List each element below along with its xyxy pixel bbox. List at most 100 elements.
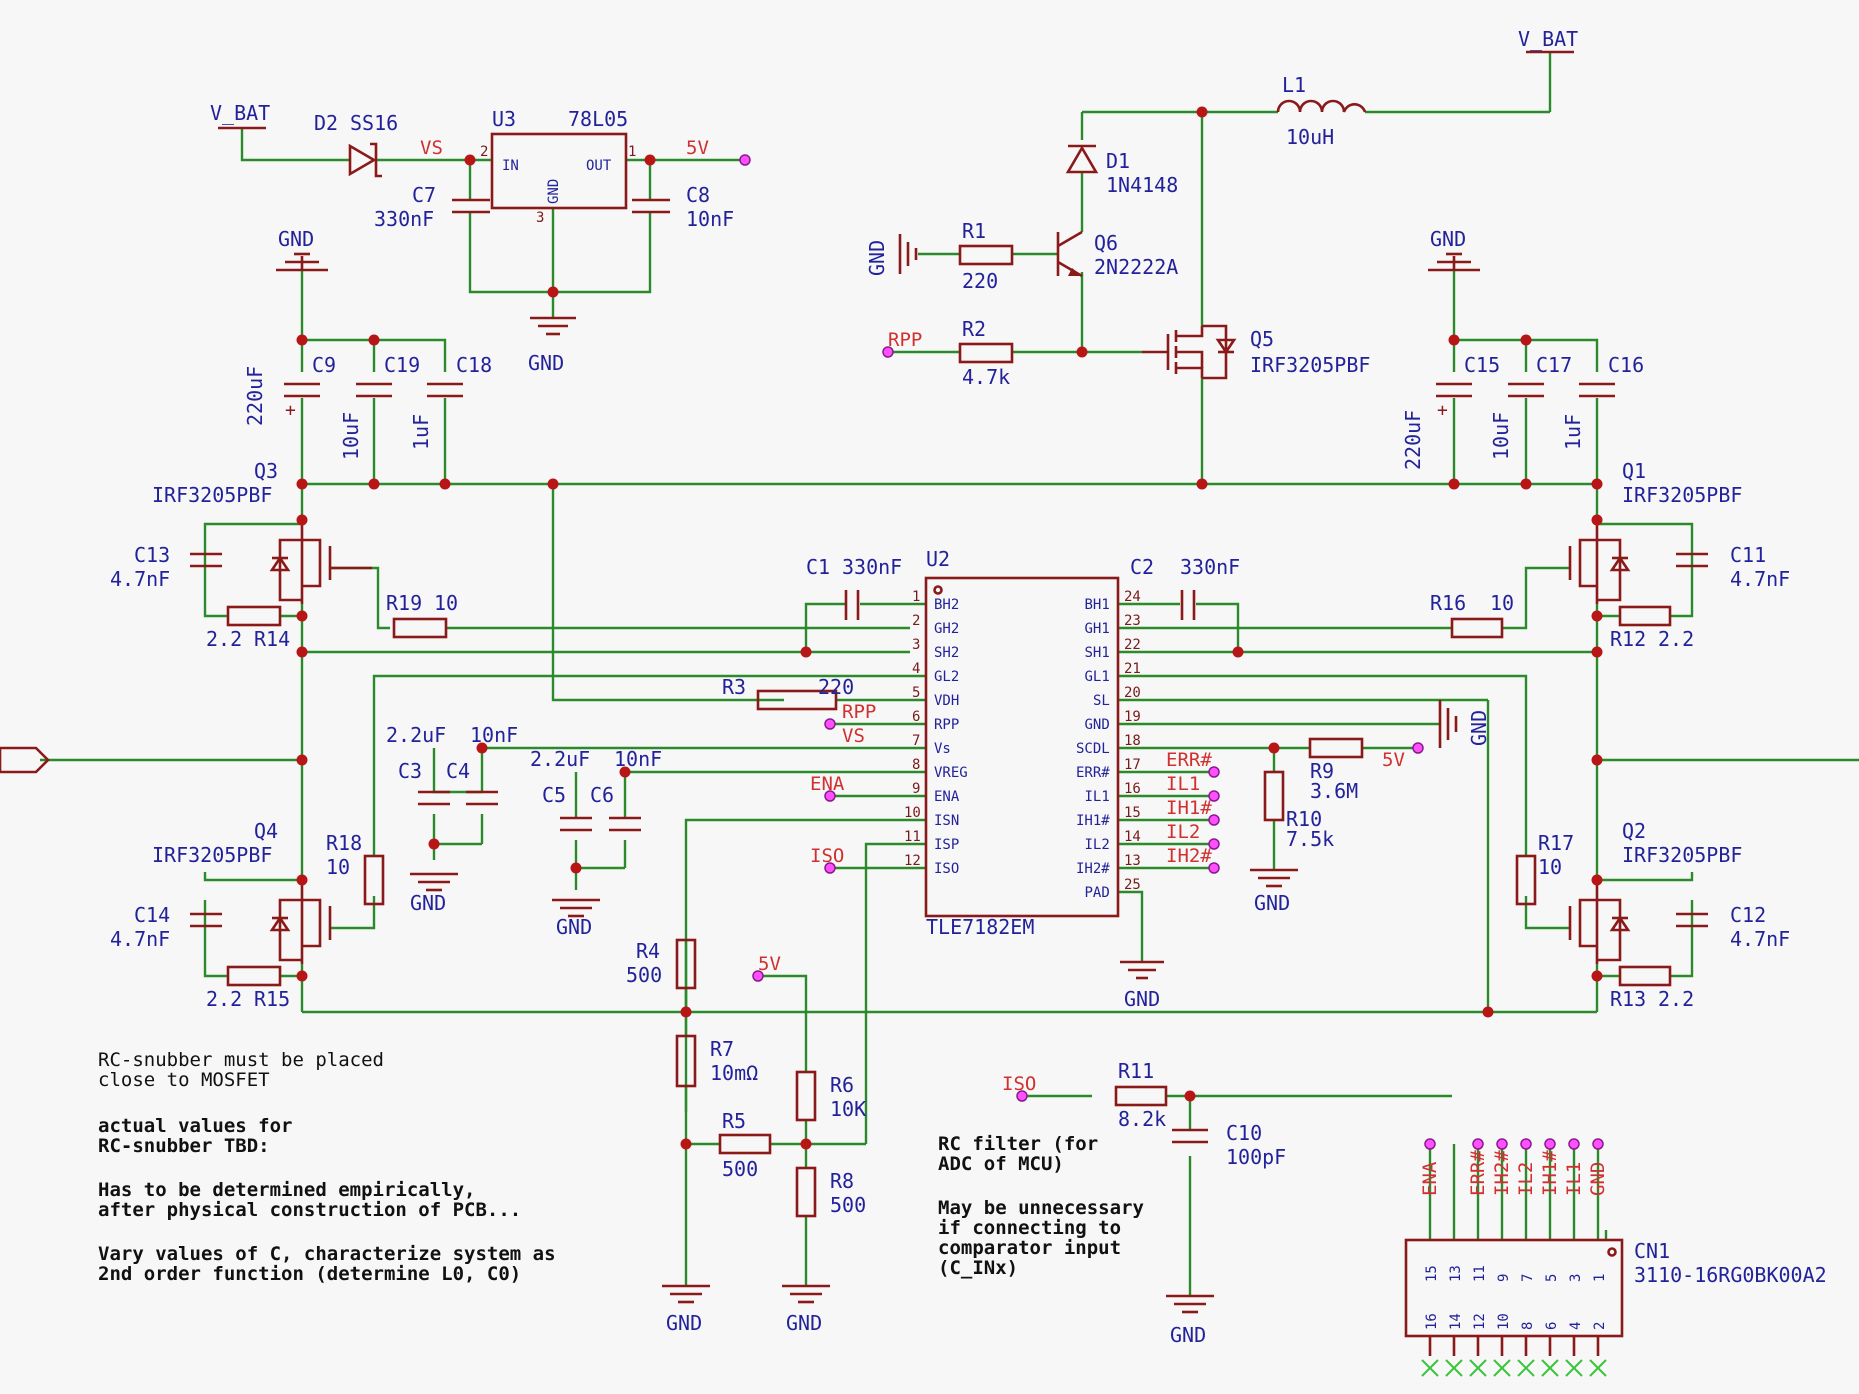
u2-pin-19-number: 19 (1124, 709, 1141, 725)
c10-value: 100pF (1226, 1145, 1286, 1169)
r7-ref: R7 (710, 1037, 734, 1061)
c19-ref: C19 (384, 353, 420, 377)
u2-pin-iso-label: ISO (934, 861, 959, 877)
c4-value: 10nF (470, 723, 518, 747)
c13-value: 4.7nF (110, 567, 170, 591)
output-port-symbol (0, 746, 50, 774)
gnd-label-r7: GND (666, 1311, 702, 1335)
note-tbd-1: actual values for (98, 1115, 292, 1137)
r7-resistor-symbol (675, 1034, 697, 1088)
d1-ref: D1 (1106, 149, 1130, 173)
u2-pin-5-number: 5 (912, 685, 920, 701)
c13-ref: C13 (134, 543, 170, 567)
gnd-label-u3: GND (528, 351, 564, 375)
u2-pin-gl2-label: GL2 (934, 669, 959, 685)
c11-ref: C11 (1730, 543, 1766, 567)
c6-value: 10nF (614, 747, 662, 771)
note-vary-1: Vary values of C, characterize system as (98, 1243, 556, 1265)
u2-pin-il2-label: IL2 (1085, 837, 1110, 853)
u2-pin-isp-label: ISP (934, 837, 959, 853)
cn1-label-ih2n: IH2# (1491, 1150, 1513, 1196)
c1-value: 330nF (842, 555, 902, 579)
u2-pin-24-number: 24 (1124, 589, 1141, 605)
d1-diode-symbol (1065, 144, 1099, 174)
q4-mosfet-symbol (269, 880, 332, 964)
svg-text:+: + (1437, 400, 1448, 421)
u2-pin-gnd-label: GND (1085, 717, 1110, 733)
c7-value: 330nF (374, 207, 434, 231)
cn1-label-ih1n: IH1# (1539, 1150, 1561, 1196)
u2-pin-sh1-label: SH1 (1085, 645, 1110, 661)
c2-capacitor-symbol (1180, 590, 1196, 620)
c14-value: 4.7nF (110, 927, 170, 951)
err-net-label: ERR# (1166, 749, 1212, 771)
cn1-bottom-pin-16: 16 (1424, 1313, 1440, 1330)
r19-value: 10 (434, 591, 458, 615)
u2-pin-6-number: 6 (912, 709, 920, 725)
c3-capacitor-symbol (418, 790, 450, 806)
c12-capacitor-symbol (1676, 912, 1708, 928)
q4-value: IRF3205PBF (152, 843, 272, 867)
c15-ref: C15 (1464, 353, 1500, 377)
c8-value: 10nF (686, 207, 734, 231)
c2-value: 330nF (1180, 555, 1240, 579)
u2-pin-ih2n-label: IH2# (1076, 861, 1110, 877)
note-vary-2: 2nd order function (determine L0, C0) (98, 1263, 521, 1285)
cn1-value: 3110-16RG0BK00A2 (1634, 1263, 1827, 1287)
q2-mosfet-symbol (1568, 880, 1631, 964)
cn1-bottom-pins (1428, 1336, 1600, 1356)
c9-value: 220uF (243, 366, 267, 426)
q5-mosfet-symbol (1142, 324, 1237, 380)
net-probes (739, 154, 1604, 1150)
u2-pin-gl1-label: GL1 (1085, 669, 1110, 685)
c6-capacitor-symbol (609, 816, 641, 832)
ih1-net-label: IH1# (1166, 797, 1212, 819)
u2-pin-17-number: 17 (1124, 757, 1141, 773)
r2-ref: R2 (962, 317, 986, 341)
q1-mosfet-symbol (1568, 520, 1631, 604)
c5-value: 2.2uF (530, 747, 590, 771)
u2-pin-errn-label: ERR# (1076, 765, 1110, 781)
note-may-2: if connecting to (938, 1217, 1121, 1239)
r18-resistor-symbol (363, 854, 385, 906)
cn1-top-pin-7: 7 (1520, 1274, 1536, 1282)
r10-resistor-symbol (1263, 770, 1285, 822)
r13-value: 2.2 (1658, 987, 1694, 1011)
cn1-top-pin-15: 15 (1424, 1265, 1440, 1282)
cn1-bottom-pin-8: 8 (1520, 1322, 1536, 1330)
il2-net-label: IL2 (1166, 821, 1200, 843)
c8-capacitor-symbol (632, 198, 670, 214)
note-snubber-2: close to MOSFET (98, 1069, 270, 1091)
q3-value: IRF3205PBF (152, 483, 272, 507)
junctions (296, 106, 1603, 1150)
u2-pin-gh1-label: GH1 (1085, 621, 1110, 637)
c5-ref: C5 (542, 783, 566, 807)
r11-ref: R11 (1118, 1059, 1154, 1083)
l1-value: 10uH (1286, 125, 1334, 149)
u2-pin-ih1n-label: IH1# (1076, 813, 1110, 829)
u3-value: 78L05 (568, 107, 628, 131)
cn1-bottom-pin-6: 6 (1544, 1322, 1560, 1330)
c8-ref: C8 (686, 183, 710, 207)
c13-capacitor-symbol (190, 552, 222, 568)
cn1-label-gnd: GND (1587, 1162, 1609, 1196)
u2-pin-vdh-label: VDH (934, 693, 959, 709)
c7-ref: C7 (412, 183, 436, 207)
u2-pin-bh1-label: BH1 (1085, 597, 1110, 613)
r16-ref: R16 (1430, 591, 1466, 615)
r12-value: 2.2 (1658, 627, 1694, 651)
r13-ref: R13 (1610, 987, 1646, 1011)
c14-capacitor-symbol (190, 912, 222, 928)
vbat-right-label: V_BAT (1518, 27, 1578, 51)
r9-resistor-symbol (1308, 737, 1364, 759)
c18-ref: C18 (456, 353, 492, 377)
c5-capacitor-symbol (560, 816, 592, 832)
u2-pin-pad-label: PAD (1085, 885, 1110, 901)
c11-value: 4.7nF (1730, 567, 1790, 591)
c3-value: 2.2uF (386, 723, 446, 747)
r3-value: 220 (818, 675, 854, 699)
c4-capacitor-symbol (466, 790, 498, 806)
u2-pin-22-number: 22 (1124, 637, 1141, 653)
